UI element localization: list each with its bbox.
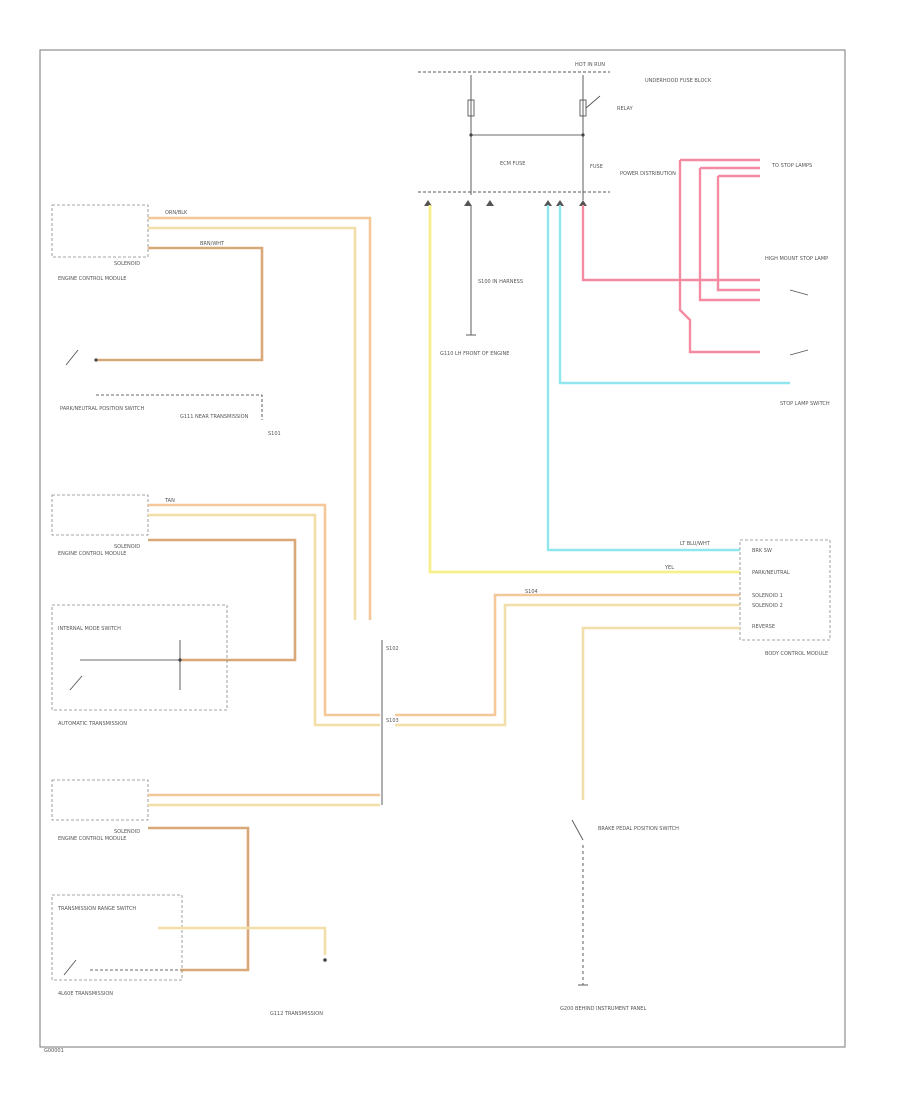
wire-brn-label-1: BRN/WHT <box>200 241 225 247</box>
splice-right-mid-label: S104 <box>525 589 538 595</box>
trans-internal-box: INTERNAL MODE SWITCH AUTOMATIC TRANSMISS… <box>51 604 228 727</box>
splice-mid-label: S101 <box>268 431 281 437</box>
red-wire-group: TO STOP LAMPS HIGH MOUNT STOP LAMP STOP … <box>581 158 830 407</box>
trans-internal-label: INTERNAL MODE SWITCH <box>58 626 121 632</box>
ecm-lower-pins-label: SOLENOID <box>114 829 140 835</box>
ecm-middle: ENGINE CONTROL MODULE SOLENOID TAN <box>51 494 380 727</box>
ecm-middle-label: ENGINE CONTROL MODULE <box>58 551 126 557</box>
bcm-label: BODY CONTROL MODULE <box>765 651 828 657</box>
splice-center-2-label: S103 <box>386 718 399 724</box>
power-section: HOT IN RUN UNDERHOOD FUSE BLOCK RELAY EC… <box>418 62 712 357</box>
splice-upper-label: S100 IN HARNESS <box>478 279 523 285</box>
ecm-middle-pins-label: SOLENOID <box>114 544 140 550</box>
ground-lower-label: G112 TRANSMISSION <box>270 1011 323 1017</box>
ecm-lower: ENGINE CONTROL MODULE SOLENOID <box>51 779 380 972</box>
figure-id: G00001 <box>44 1048 64 1054</box>
ecm-upper: ENGINE CONTROL MODULE SOLENOID ORN/BLK B… <box>51 204 372 620</box>
right-module-label: HIGH MOUNT STOP LAMP <box>765 256 828 262</box>
ecm-upper-pins-label: SOLENOID <box>114 261 140 267</box>
switch-lower-label: BRAKE PEDAL POSITION SWITCH <box>598 826 679 832</box>
ground-bottom-label: G200 BEHIND INSTRUMENT PANEL <box>560 1006 646 1012</box>
ecm-upper-label: ENGINE CONTROL MODULE <box>58 276 126 282</box>
ecm-fuse-label: ECM FUSE <box>500 161 525 167</box>
ground-upper-label: G110 LH FRONT OF ENGINE <box>440 351 509 357</box>
switch-upper-label: PARK/NEUTRAL POSITION SWITCH <box>60 406 144 412</box>
brake-switch: BRAKE PEDAL POSITION SWITCH G200 BEHIND … <box>560 819 679 1012</box>
relay-top-label: RELAY <box>617 106 634 112</box>
wire-or-label-1: ORN/BLK <box>165 210 188 216</box>
trans-lower-label: 4L60E TRANSMISSION <box>58 991 113 997</box>
center-bus: S102 S103 S104 <box>381 589 740 805</box>
ecm-lower-label: ENGINE CONTROL MODULE <box>58 836 126 842</box>
cyan-wire-group: LT BLU/WHT <box>546 205 790 552</box>
yellow-wire-label: YEL <box>664 565 674 571</box>
bcm: BRK SW PARK/NEUTRAL SOLENOID 1 SOLENOID … <box>581 539 831 800</box>
cyan-wire-label: LT BLU/WHT <box>680 541 711 547</box>
wire-tan-label-1: TAN <box>164 498 175 504</box>
ground-mid-label: G111 NEAR TRANSMISSION <box>180 414 249 420</box>
hot-top-label: HOT IN RUN <box>575 62 605 68</box>
park-neutral-switch: PARK/NEUTRAL POSITION SWITCH G111 NEAR T… <box>60 349 281 437</box>
fuse-block-label: UNDERHOOD FUSE BLOCK <box>645 78 712 84</box>
bcm-pin-5: REVERSE <box>752 624 775 630</box>
yellow-wire-group: YEL <box>428 205 740 574</box>
fuse-right-label: FUSE <box>590 164 603 170</box>
splice-center-1-label: S102 <box>386 646 399 652</box>
stop-lamp-label: STOP LAMP SWITCH <box>780 401 830 407</box>
bcm-pin-1: BRK SW <box>752 548 772 554</box>
right-connector-label: TO STOP LAMPS <box>771 163 812 169</box>
bcm-pin-2: PARK/NEUTRAL <box>752 570 790 576</box>
trans-lower-box-label: TRANSMISSION RANGE SWITCH <box>57 906 136 912</box>
power-distribution-label: POWER DISTRIBUTION <box>620 171 676 177</box>
bcm-pin-4: SOLENOID 2 <box>752 603 783 609</box>
trans-lower-box: TRANSMISSION RANGE SWITCH 4L60E TRANSMIS… <box>51 894 327 1017</box>
trans-box-label: AUTOMATIC TRANSMISSION <box>58 721 127 727</box>
bcm-pin-3: SOLENOID 1 <box>752 593 783 599</box>
diagram-frame <box>39 49 846 1048</box>
